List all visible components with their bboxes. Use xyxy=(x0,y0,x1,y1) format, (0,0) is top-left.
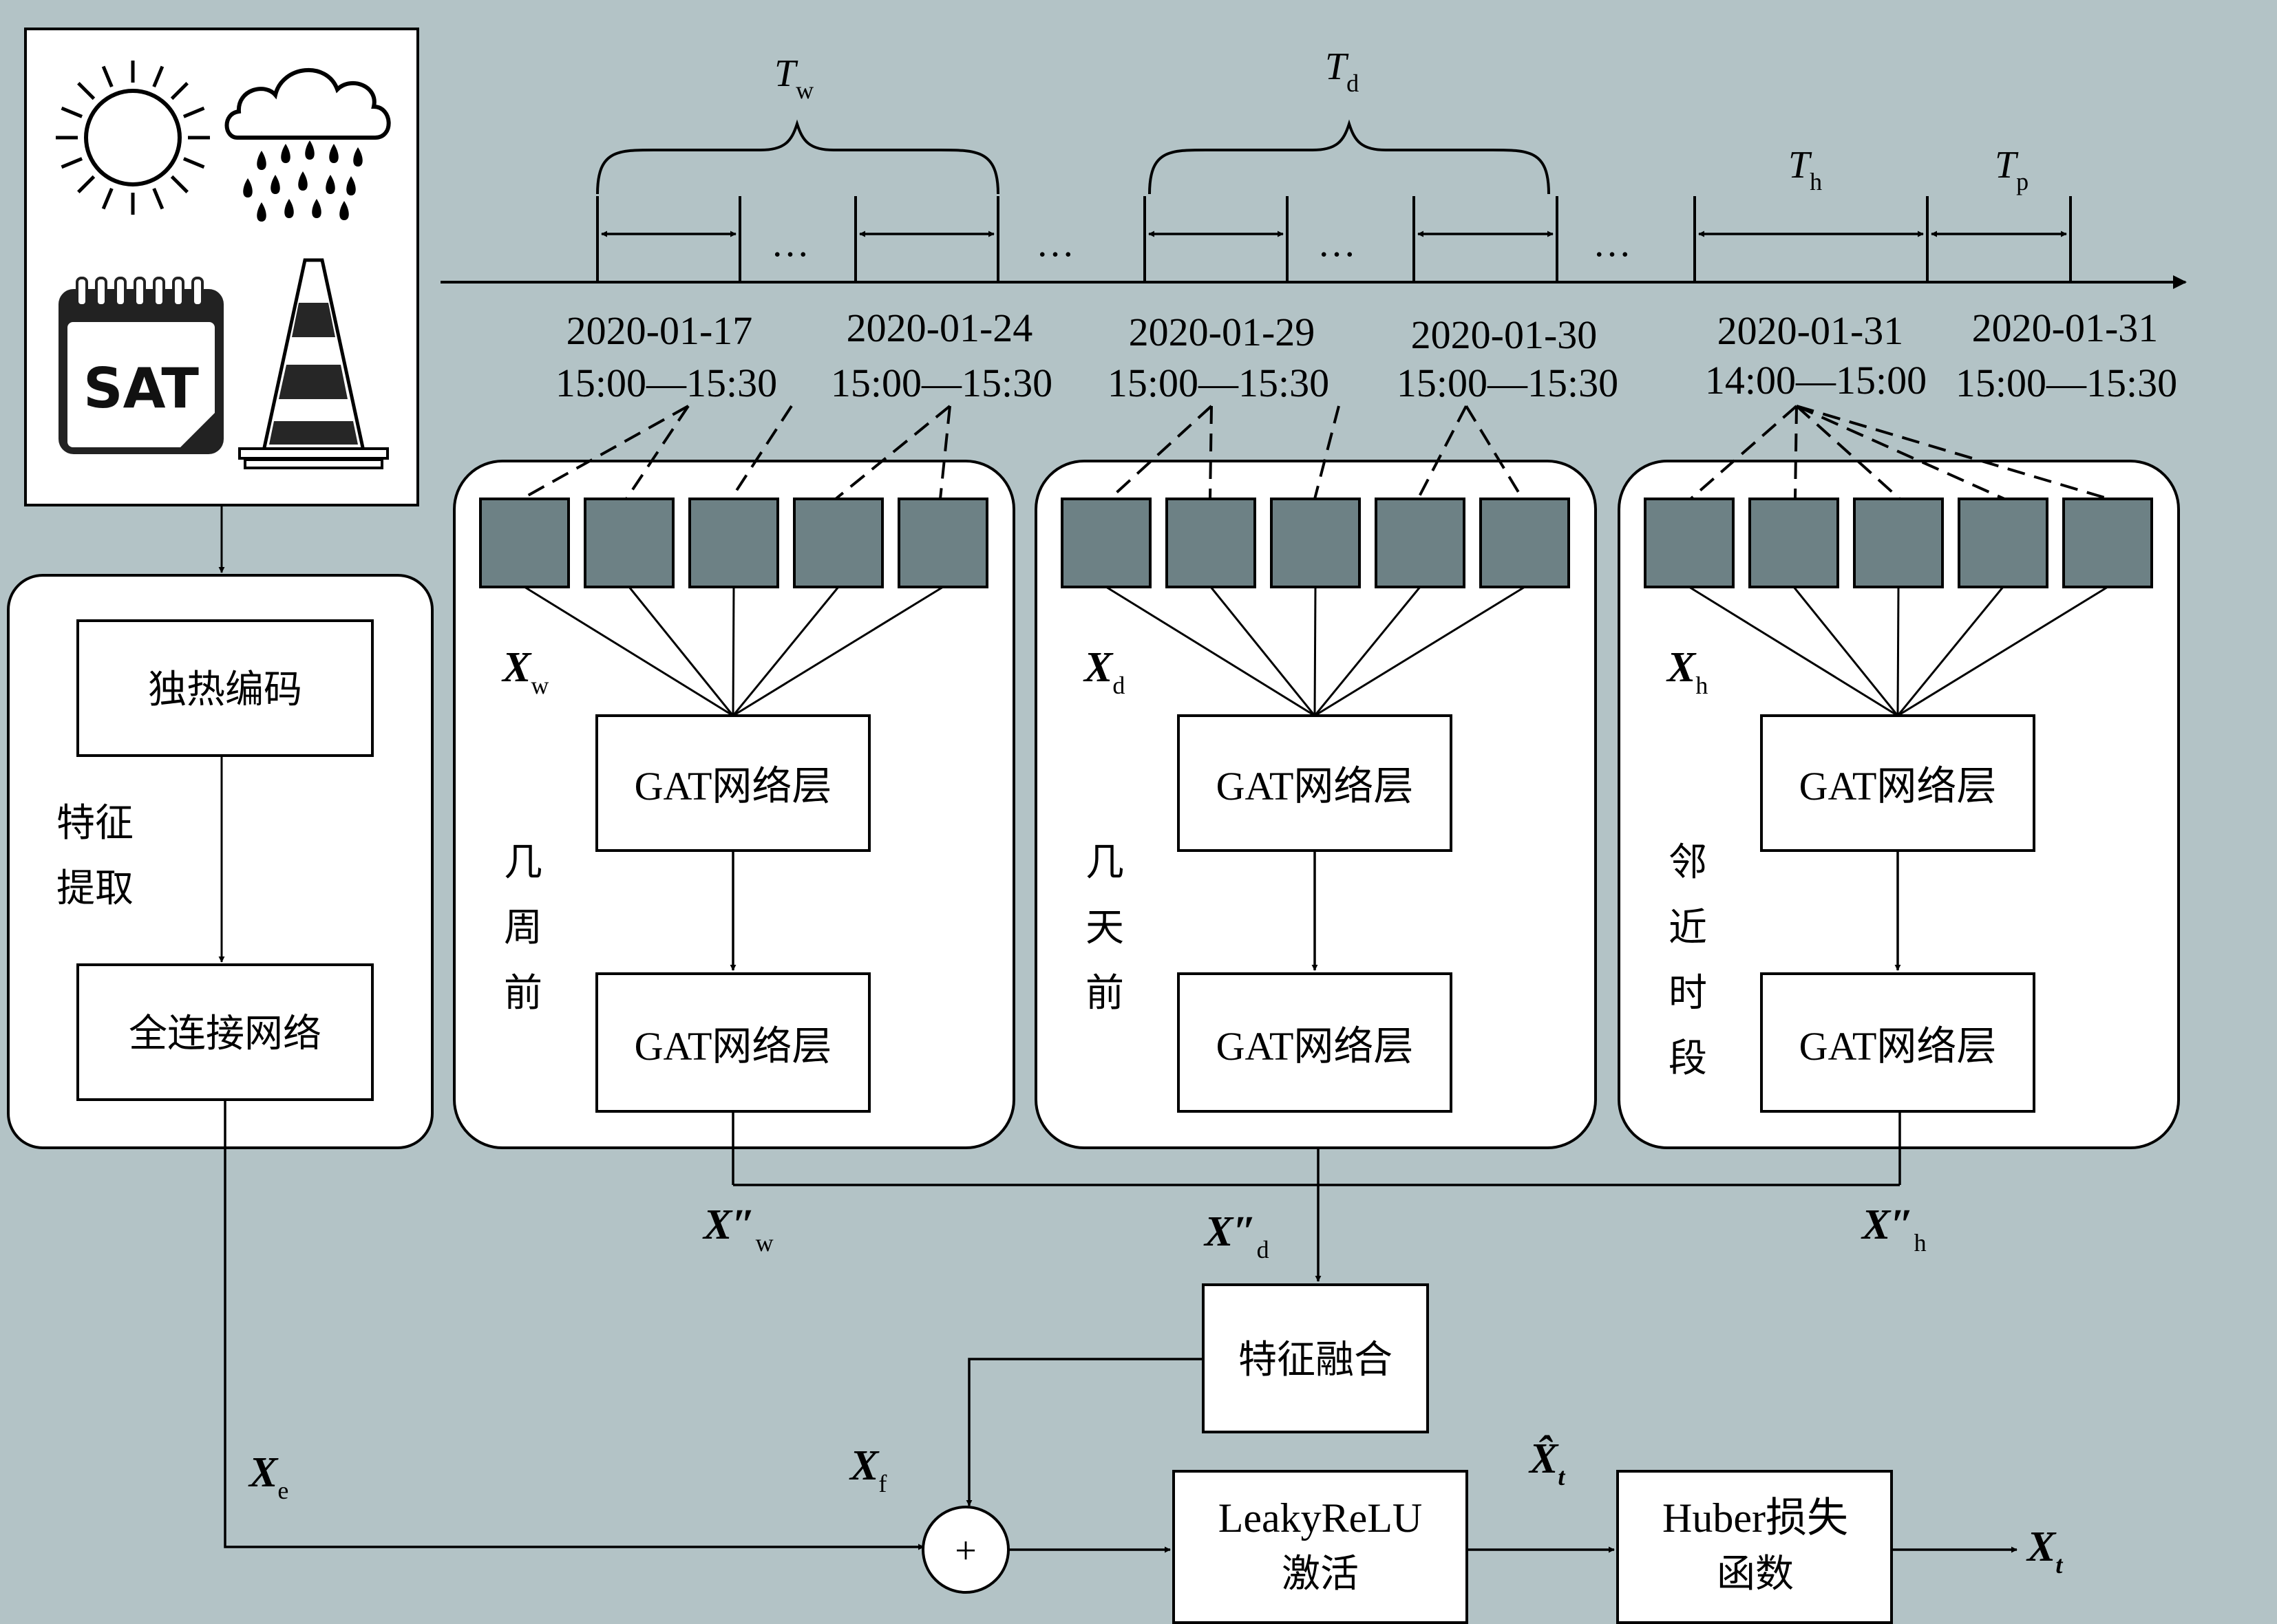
gat-label-1: GAT网络层 xyxy=(635,764,832,809)
output-label-hour: X″h xyxy=(1861,1201,1927,1257)
side-label-char: 周 xyxy=(504,906,542,950)
gat-box-1 xyxy=(595,714,871,852)
gat-box-2 xyxy=(595,972,871,1113)
calendar-sat-icon: SAT xyxy=(59,277,224,454)
period-label-hour: Th xyxy=(1788,144,1822,195)
time-4: 15:00—15:30 xyxy=(1397,361,1618,405)
fusion-label: 特征融合 xyxy=(1238,1338,1392,1382)
graph-node xyxy=(1853,498,1944,588)
time-2: 15:00—15:30 xyxy=(831,361,1052,405)
date-5: 2020-01-31 xyxy=(1717,308,1904,353)
graph-node xyxy=(1479,498,1570,588)
graph-node xyxy=(479,498,570,588)
loss-box xyxy=(1616,1470,1893,1624)
side-label-char: 邻 xyxy=(1669,840,1707,885)
branch-week-panel: GAT网络层 GAT网络层 Xw 几周前 xyxy=(453,460,1015,1149)
ellipsis-3: … xyxy=(1317,222,1356,265)
traffic-cone-icon xyxy=(238,258,389,469)
gat-label-1: GAT网络层 xyxy=(1799,764,1997,809)
gat-label-2: GAT网络层 xyxy=(1799,1024,1997,1069)
graph-node xyxy=(1270,498,1361,588)
sampling-dashed-lines xyxy=(521,405,2110,500)
branch-merge-lines xyxy=(732,1111,1901,1186)
xhat-label: X̂t xyxy=(1528,1435,1565,1491)
graph-node xyxy=(1958,498,2048,588)
date-3: 2020-01-29 xyxy=(1129,310,1315,354)
timeline-ticks xyxy=(596,196,2072,282)
branch-day-panel: GAT网络层 GAT网络层 Xd 几天前 xyxy=(1035,460,1597,1149)
gat-box-2 xyxy=(1760,972,2035,1113)
brace-day xyxy=(1148,119,1550,195)
xe-label: Xe xyxy=(248,1449,288,1504)
gat-label-2: GAT网络层 xyxy=(635,1024,832,1069)
xt-label: Xt xyxy=(2026,1524,2063,1579)
graph-node xyxy=(1748,498,1839,588)
gat-box-2 xyxy=(1177,972,1452,1113)
activation-label-line1: LeakyReLU xyxy=(1218,1495,1423,1541)
side-label-char: 几 xyxy=(1085,840,1124,885)
input-label: Xd xyxy=(1083,644,1125,699)
feature-label-line2: 提取 xyxy=(56,866,134,911)
graph-node xyxy=(898,498,988,588)
feature-label-line1: 特征 xyxy=(56,801,134,846)
date-labels: 2020-01-17 15:00—15:30 2020-01-24 15:00—… xyxy=(555,306,2177,405)
loss-label-line2: 函数 xyxy=(1717,1552,1794,1596)
gat-box-1 xyxy=(1760,714,2035,852)
graph-node xyxy=(2062,498,2153,588)
date-4: 2020-01-30 xyxy=(1411,312,1598,357)
input-label: Xh xyxy=(1666,644,1708,699)
graph-node xyxy=(1061,498,1152,588)
gat-label-2: GAT网络层 xyxy=(1216,1024,1414,1069)
period-label-week: Tw xyxy=(774,52,814,104)
time-5: 14:00—15:00 xyxy=(1705,358,1927,403)
fc-label: 全连接网络 xyxy=(129,1012,321,1056)
period-label-predict: Tp xyxy=(1995,144,2029,195)
graph-node xyxy=(1644,498,1735,588)
time-3: 15:00—15:30 xyxy=(1108,361,1329,405)
side-label-char: 时 xyxy=(1669,971,1707,1016)
side-label-char: 段 xyxy=(1669,1036,1707,1081)
time-6: 15:00—15:30 xyxy=(1956,361,2177,405)
xf-label: Xf xyxy=(849,1442,887,1497)
date-6: 2020-01-31 xyxy=(1972,306,2159,350)
plus-symbol: + xyxy=(955,1530,977,1572)
rain-cloud-icon xyxy=(224,67,391,222)
sun-icon xyxy=(56,61,210,215)
arrow-fc-to-plus xyxy=(224,1100,924,1550)
side-label-char: 天 xyxy=(1085,906,1124,950)
date-1: 2020-01-17 xyxy=(566,308,753,353)
loss-label-line1: Huber损失 xyxy=(1662,1495,1848,1541)
input-label: Xw xyxy=(501,644,549,699)
arrow-fusion-to-plus xyxy=(966,1358,1203,1506)
side-label-char: 近 xyxy=(1669,906,1707,950)
onehot-box xyxy=(76,619,374,757)
fc-box xyxy=(76,963,374,1101)
fusion-box xyxy=(1202,1283,1429,1433)
graph-node xyxy=(1165,498,1256,588)
activation-label-line2: 激活 xyxy=(1282,1552,1359,1596)
graph-node xyxy=(793,498,884,588)
side-label-char: 前 xyxy=(504,971,542,1016)
graph-node xyxy=(1375,498,1465,588)
ellipsis-2: … xyxy=(1036,222,1074,265)
ellipsis-1: … xyxy=(771,222,809,265)
calendar-text: SAT xyxy=(83,356,199,420)
onehot-label: 独热编码 xyxy=(148,667,302,712)
gat-label-1: GAT网络层 xyxy=(1216,764,1414,809)
ellipsis-4: … xyxy=(1593,222,1631,265)
date-2: 2020-01-24 xyxy=(847,306,1033,350)
period-label-day: Td xyxy=(1325,45,1359,97)
graph-node xyxy=(688,498,779,588)
output-label-day: X″d xyxy=(1203,1208,1269,1263)
graph-node xyxy=(584,498,675,588)
time-1: 15:00—15:30 xyxy=(555,361,777,405)
side-label-char: 几 xyxy=(504,840,542,885)
activation-box xyxy=(1172,1470,1468,1624)
brace-week xyxy=(596,119,999,195)
output-label-week: X″w xyxy=(702,1201,774,1257)
side-label-char: 前 xyxy=(1085,971,1124,1016)
gat-box-1 xyxy=(1177,714,1452,852)
